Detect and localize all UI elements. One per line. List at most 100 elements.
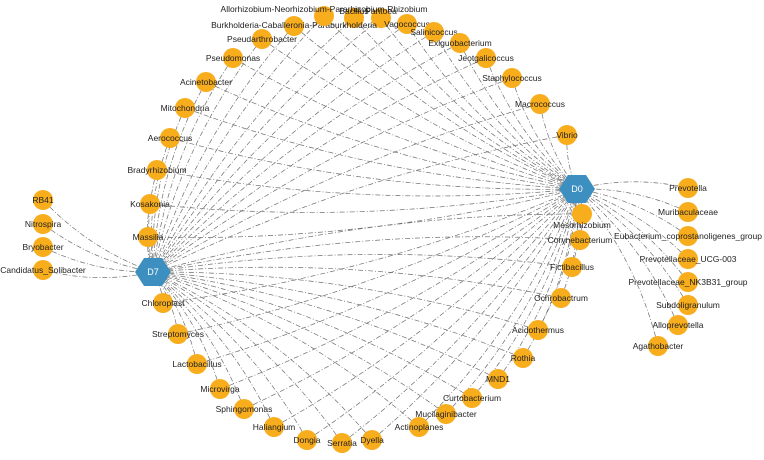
genus-node-circle xyxy=(175,98,195,118)
genus-node-circle xyxy=(223,48,243,68)
group-hub-hexagon xyxy=(559,175,595,203)
genus-node-bradyrhizobium[interactable]: Bradyrhizobium xyxy=(127,160,187,180)
edge-eubacterium-coprostanoligenes-group-d0 xyxy=(576,188,689,237)
genus-node-fictibacillus[interactable]: Fictibacillus xyxy=(550,257,594,277)
genus-node-chloroplast[interactable]: Chloroplast xyxy=(142,293,186,313)
genus-node-nitrospira[interactable]: Nitrospira xyxy=(25,214,62,234)
genus-node-microvirga[interactable]: Microvirga xyxy=(200,379,240,399)
genus-node-exiguobacterium[interactable]: Exiguobacterium xyxy=(428,33,492,53)
genus-node-label: Haliangium xyxy=(253,422,296,432)
genus-node-pseudomonas[interactable]: Pseudomonas xyxy=(206,48,260,68)
edge-pantoea-d0 xyxy=(380,17,578,190)
genus-node-alloprevotella[interactable]: Alloprevotella xyxy=(652,315,704,335)
genus-node-staphylococcus[interactable]: Staphylococcus xyxy=(482,68,542,88)
genus-node-prevotellaceae-ucg-003[interactable]: Prevotellaceae_UCG-003 xyxy=(640,249,737,269)
genus-node-circle xyxy=(297,430,317,450)
group-hub-d7[interactable]: D7 xyxy=(135,258,171,286)
genus-node-label: Salinicoccus xyxy=(410,27,457,37)
genus-node-aerococcus[interactable]: Aerococcus xyxy=(148,128,192,148)
edge-massilia-d0 xyxy=(147,188,578,238)
genus-node-candidatus-solibacter[interactable]: Candidatus_Solibacter xyxy=(0,260,86,280)
edge-dongia-d7 xyxy=(152,271,308,441)
genus-node-macrococcus[interactable]: Macrococcus xyxy=(515,94,565,114)
genus-node-salinicoccus[interactable]: Salinicoccus xyxy=(410,22,458,42)
genus-node-acidothermus[interactable]: Acidothermus xyxy=(512,320,564,340)
genus-node-label: Prevotellaceae_NK3B31_group xyxy=(628,277,747,287)
genus-node-rb41[interactable]: RB41 xyxy=(32,190,54,210)
edge-macrococcus-d7 xyxy=(152,103,541,273)
edge-staphylococcus-d7 xyxy=(152,77,513,273)
genus-node-mitochondria[interactable]: Mitochondria xyxy=(161,98,210,118)
genus-node-vibrio[interactable]: Vibrio xyxy=(556,125,578,145)
group-hub-hexagon xyxy=(135,258,171,286)
genus-node-label: Streptomyces xyxy=(152,329,204,339)
genus-node-circle xyxy=(284,16,304,36)
genus-node-circle xyxy=(160,128,180,148)
genus-node-actinoplanes[interactable]: Actinoplanes xyxy=(395,417,444,437)
genus-node-curtobacterium[interactable]: Curtobacterium xyxy=(443,388,501,408)
genus-node-streptomyces[interactable]: Streptomyces xyxy=(152,324,204,344)
genus-node-subdoligranulum[interactable]: Subdoligranulum xyxy=(656,295,720,315)
edge-sphingomonas-d0 xyxy=(243,188,578,410)
genus-node-circle xyxy=(147,160,167,180)
genus-node-mesorhizobium[interactable]: Mesorhizobium xyxy=(553,204,611,230)
genus-node-circle xyxy=(678,178,698,198)
genus-node-label: Candidatus_Solibacter xyxy=(0,265,86,275)
genus-node-circle xyxy=(488,369,508,389)
edge-pseudomonas-d7 xyxy=(152,57,234,273)
edge-mucilaginibacter-d7 xyxy=(152,271,447,415)
genus-node-label: Corynebacterium xyxy=(548,235,613,245)
genus-node-ochrobactrum[interactable]: Ochrobactrum xyxy=(534,288,588,308)
edge-salinicoccus-d0 xyxy=(433,31,578,190)
genus-node-label: Pseudarthrobacter xyxy=(227,34,297,44)
genus-node-agathobacter[interactable]: Agathobacter xyxy=(633,336,684,356)
genus-node-circle xyxy=(462,388,482,408)
genus-node-circle xyxy=(33,214,53,234)
genus-node-bryobacter[interactable]: Bryobacter xyxy=(22,237,64,257)
genus-node-sphingomonas[interactable]: Sphingomonas xyxy=(216,399,273,419)
edge-dyella-d7 xyxy=(152,271,373,441)
genus-node-burkholderia-caballeronia-paraburkholderia[interactable]: Burkholderia-Caballeronia-Paraburkholder… xyxy=(211,16,377,36)
genus-node-label: Chloroplast xyxy=(142,298,186,308)
genus-node-dongia[interactable]: Dongia xyxy=(294,430,321,450)
genus-node-jeotgalicoccus[interactable]: Jeotgalicoccus xyxy=(458,48,514,68)
genus-node-kosakonia[interactable]: Kosakonia xyxy=(130,194,170,214)
genus-node-massilia[interactable]: Massilia xyxy=(133,227,164,247)
genus-node-bacillus[interactable]: Bacillus xyxy=(339,6,369,28)
genus-node-allorhizobium-neorhizobium-pararhizobium-rhizobium[interactable]: Allorhizobium-Neorhizobium-Pararhizobium… xyxy=(221,4,428,26)
genus-node-eubacterium-coprostanoligenes-group[interactable]: Eubacterium_coprostanoligenes_group xyxy=(614,226,762,246)
edge-actinoplanes-d0 xyxy=(418,188,578,428)
genus-node-circle xyxy=(138,227,158,247)
edge-actinoplanes-d7 xyxy=(152,271,420,428)
edge-vagococcus-d0 xyxy=(406,23,578,190)
genus-node-lactobacillus[interactable]: Lactobacillus xyxy=(172,354,222,374)
genus-node-pseudarthrobacter[interactable]: Pseudarthrobacter xyxy=(227,29,297,49)
genus-node-rothia[interactable]: Rothia xyxy=(511,348,536,368)
genus-node-dyella[interactable]: Dyella xyxy=(360,430,384,450)
group-hub-d0[interactable]: D0 xyxy=(559,175,595,203)
genus-node-vagococcus[interactable]: Vagococcus xyxy=(384,14,430,34)
genus-node-label: Alloprevotella xyxy=(652,320,703,330)
genus-node-prevotellaceae-nk3b31-group[interactable]: Prevotellaceae_NK3B31_group xyxy=(628,272,748,292)
genus-node-circle xyxy=(502,68,522,88)
genus-node-muribaculaceae[interactable]: Muribaculaceae xyxy=(658,202,718,222)
genus-node-circle xyxy=(570,230,590,250)
genus-node-mucilaginibacter[interactable]: Mucilaginibacter xyxy=(415,404,477,424)
genus-node-circle xyxy=(168,324,188,344)
genus-node-label: Ochrobactrum xyxy=(534,293,588,303)
genus-node-acinetobacter[interactable]: Acinetobacter xyxy=(180,72,232,92)
genus-node-pantoea[interactable]: Pantoea xyxy=(365,6,397,28)
edge-serratia-d7 xyxy=(152,271,343,444)
genus-node-mnd1[interactable]: MND1 xyxy=(486,369,510,389)
edge-salinicoccus-d7 xyxy=(152,31,435,273)
genus-node-serratia[interactable]: Serratia xyxy=(327,433,357,453)
genus-node-circle xyxy=(528,320,548,340)
edge-dyella-d0 xyxy=(371,188,578,441)
genus-node-label: Pseudomonas xyxy=(206,53,260,63)
edge-vagococcus-d7 xyxy=(152,23,408,273)
edge-alloprevotella-d0 xyxy=(576,188,679,326)
genus-node-prevotella[interactable]: Prevotella xyxy=(669,178,707,198)
genus-node-corynebacterium[interactable]: Corynebacterium xyxy=(548,230,613,250)
genus-node-haliangium[interactable]: Haliangium xyxy=(253,417,296,437)
genus-node-label: Staphylococcus xyxy=(482,73,542,83)
